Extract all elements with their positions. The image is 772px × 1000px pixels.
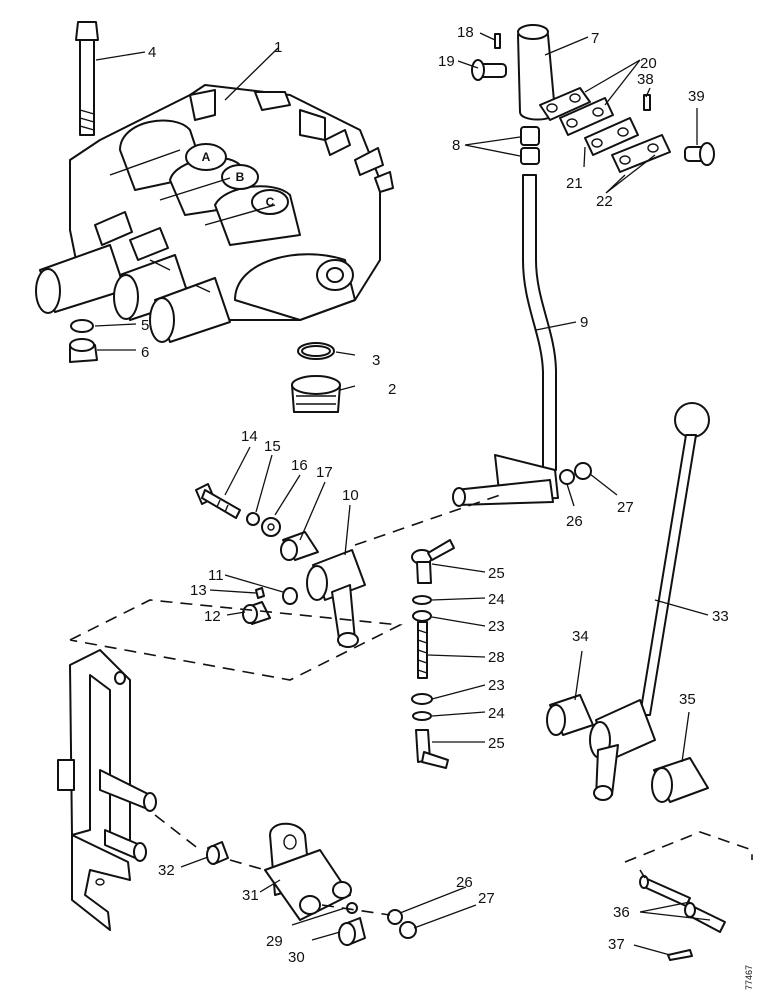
callout-11: 11 [208, 567, 224, 584]
split-pin-18 [494, 33, 501, 49]
washer-5 [70, 319, 94, 333]
callout-38: 38 [637, 71, 654, 88]
dashed-frame-linkage [69, 599, 403, 681]
ball-joint-25-lower [415, 729, 449, 769]
callout-14: 14 [241, 428, 258, 445]
callout-25-lower: 25 [488, 735, 505, 752]
callout-22: 22 [596, 193, 613, 210]
bush-11 [282, 587, 298, 605]
callout-1: 1 [274, 39, 282, 56]
washer-24-lower [412, 711, 432, 721]
callout-27-upper: 27 [617, 499, 634, 516]
callout-39: 39 [688, 88, 705, 105]
valve-label-a: A [202, 150, 211, 164]
callout-29: 29 [266, 933, 283, 950]
screw-29 [346, 902, 358, 914]
nut-6 [69, 338, 98, 363]
callout-19: 19 [438, 53, 455, 70]
callout-18: 18 [457, 24, 474, 41]
valve-label-b: B [236, 170, 245, 184]
callout-17: 17 [316, 464, 333, 481]
lever-33 [589, 402, 710, 801]
callout-4: 4 [148, 44, 156, 61]
dashed-frame-pins [624, 831, 753, 863]
mounting-bracket [57, 649, 157, 931]
callout-20: 20 [640, 55, 657, 72]
callout-27-lower: 27 [478, 890, 495, 907]
callout-8: 8 [452, 137, 460, 154]
callout-15: 15 [264, 438, 281, 455]
lever-arm-10 [306, 549, 366, 648]
collar-30 [338, 917, 366, 946]
dashed-line-lower [154, 814, 391, 916]
bolt-4 [75, 21, 99, 136]
control-valve-block [35, 84, 394, 343]
callout-2: 2 [388, 381, 396, 398]
washer-15 [246, 512, 260, 526]
plug-2 [291, 375, 341, 413]
callout-5: 5 [141, 317, 149, 334]
washer-26-upper [559, 469, 575, 485]
callout-7: 7 [591, 30, 599, 47]
callout-33: 33 [712, 608, 729, 625]
callout-26-lower: 26 [456, 874, 473, 891]
callout-30: 30 [288, 949, 305, 966]
pins-36 [639, 875, 726, 933]
callout-24-lower: 24 [488, 705, 505, 722]
callout-23-lower: 23 [488, 677, 505, 694]
collar-12 [242, 601, 271, 625]
callout-37: 37 [608, 936, 625, 953]
pin-39 [684, 142, 715, 166]
bush-34 [546, 694, 594, 736]
drawing-reference: 77467 [744, 965, 754, 990]
callout-31: 31 [242, 887, 259, 904]
callout-numbers: 1 2 3 4 5 6 7 8 9 10 11 12 13 14 15 16 1… [141, 24, 729, 966]
dashed-tick [639, 869, 646, 879]
callout-21: 21 [566, 175, 583, 192]
callout-26-upper: 26 [566, 513, 583, 530]
valve-label-c: C [266, 195, 275, 209]
ball-joint-25-upper [411, 539, 455, 584]
lever-9 [452, 174, 559, 507]
callout-6: 6 [141, 344, 149, 361]
bush-35 [651, 757, 709, 803]
callout-13: 13 [190, 582, 207, 599]
nut-23-upper [412, 610, 432, 622]
callout-35: 35 [679, 691, 696, 708]
callout-10: 10 [342, 487, 359, 504]
leader-lines [94, 32, 711, 956]
nut-27-lower [399, 921, 417, 939]
bush-32 [206, 841, 229, 865]
split-pin-37 [667, 949, 693, 961]
pin-19 [471, 59, 507, 81]
callout-36: 36 [613, 904, 630, 921]
callout-25-upper: 25 [488, 565, 505, 582]
nut-27-upper [574, 462, 592, 480]
link-plates [539, 87, 671, 173]
washer-24-upper [412, 595, 432, 605]
screw-13 [255, 587, 265, 599]
bushes-8 [520, 126, 540, 165]
nut-23-lower [411, 693, 433, 705]
dashed-line-lever9 [354, 494, 501, 546]
callout-23-upper: 23 [488, 618, 505, 635]
washer-26-lower [387, 909, 403, 925]
split-pin-38 [643, 94, 651, 111]
callout-9: 9 [580, 314, 588, 331]
callout-12: 12 [204, 608, 221, 625]
bush-17 [280, 531, 319, 561]
callout-34: 34 [572, 628, 589, 645]
lever-bracket-31 [264, 822, 352, 921]
callout-28: 28 [488, 649, 505, 666]
callout-32: 32 [158, 862, 175, 879]
callout-16: 16 [291, 457, 308, 474]
callout-24-upper: 24 [488, 591, 505, 608]
washer-16 [261, 517, 281, 537]
callout-3: 3 [372, 352, 380, 369]
bolt-14 [195, 483, 241, 519]
